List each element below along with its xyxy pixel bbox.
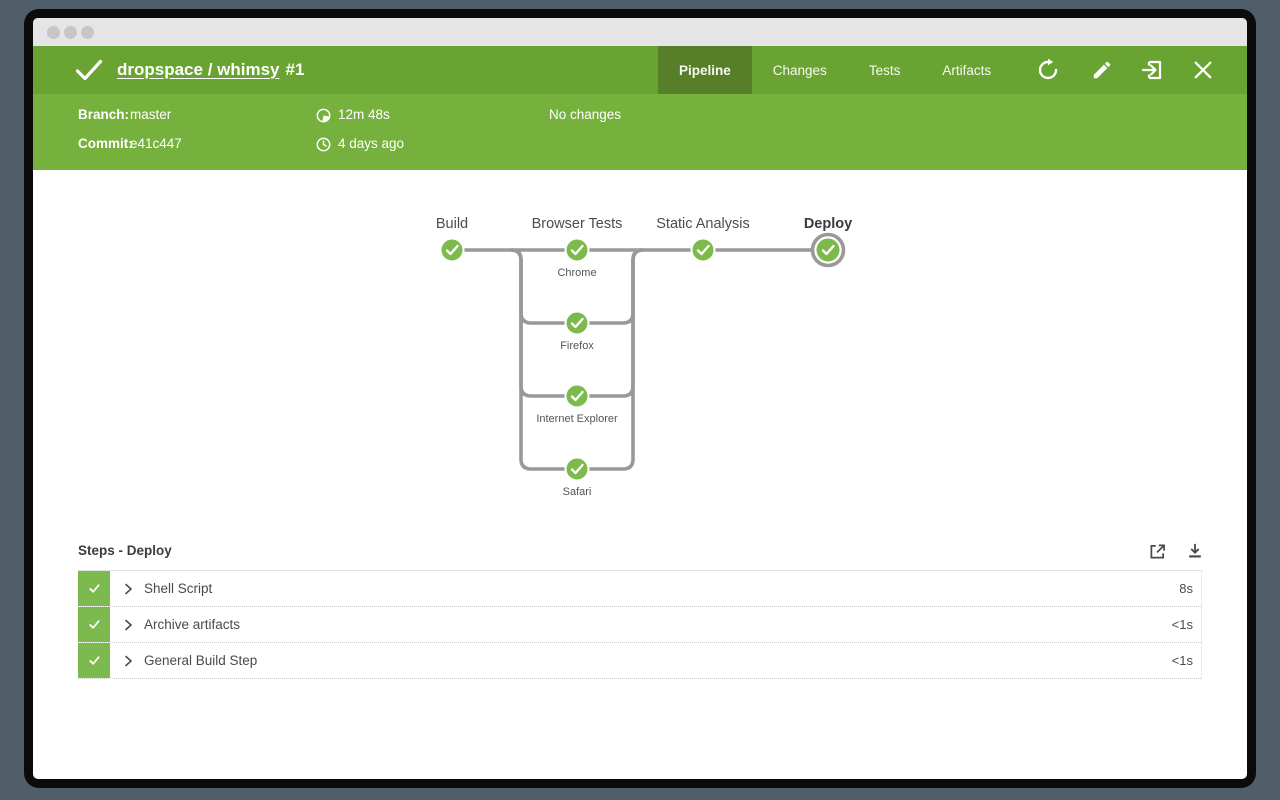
stage-label-build[interactable]: Build xyxy=(435,216,469,232)
run-age: 4 days ago xyxy=(338,136,405,151)
tab-tests[interactable]: Tests xyxy=(868,62,901,78)
run-status-check-icon xyxy=(75,59,103,81)
chevron-right-icon xyxy=(122,607,134,642)
download-log-icon[interactable] xyxy=(1183,539,1207,563)
node-chrome[interactable] xyxy=(564,237,590,263)
node-internet-explorer[interactable] xyxy=(564,383,590,409)
node-deploy[interactable] xyxy=(816,238,840,262)
pipeline-graph: Build Browser Tests Static Analysis Depl… xyxy=(33,170,1247,538)
commit-label: Commit: xyxy=(78,136,133,151)
node-safari[interactable] xyxy=(564,456,590,482)
exit-icon[interactable] xyxy=(1140,58,1164,82)
run-duration: 12m 48s xyxy=(338,107,390,122)
edit-icon[interactable] xyxy=(1090,58,1114,82)
tab-pipeline[interactable]: Pipeline xyxy=(658,46,752,94)
step-duration: 8s xyxy=(1179,581,1193,596)
step-label: Archive artifacts xyxy=(144,617,241,632)
run-title[interactable]: dropspace / whimsy #1 xyxy=(117,60,304,80)
steps-actions xyxy=(1145,539,1221,563)
chevron-right-icon xyxy=(122,571,134,606)
step-duration: <1s xyxy=(1171,653,1193,668)
window-titlebar xyxy=(33,18,1247,46)
parallel-label-safari[interactable]: Safari xyxy=(562,486,592,498)
close-icon[interactable] xyxy=(1191,58,1215,82)
step-label: General Build Step xyxy=(144,653,258,668)
steps-title: Steps - Deploy xyxy=(78,543,172,558)
app-window: dropspace / whimsy #1 Pipeline Changes Te… xyxy=(33,18,1247,779)
branch-label: Branch: xyxy=(78,107,130,122)
step-row-shell-script[interactable]: Shell Script 8s xyxy=(78,571,1201,607)
tab-artifacts[interactable]: Artifacts xyxy=(942,62,992,78)
pipeline-nodes xyxy=(439,237,840,482)
clock-icon xyxy=(316,132,331,156)
window-control-maximize[interactable] xyxy=(81,25,94,39)
steps-table: Shell Script 8s Archive artifacts <1s xyxy=(78,570,1202,679)
node-build[interactable] xyxy=(439,237,465,263)
stage-label-deploy[interactable]: Deploy xyxy=(803,216,853,232)
step-label: Shell Script xyxy=(144,581,213,596)
step-success-icon xyxy=(78,643,110,678)
step-duration: <1s xyxy=(1171,617,1193,632)
stage-label-static-analysis[interactable]: Static Analysis xyxy=(656,216,750,232)
open-in-new-window-icon[interactable] xyxy=(1145,539,1169,563)
rerun-icon[interactable] xyxy=(1036,58,1060,82)
run-actions xyxy=(1036,46,1215,94)
tab-changes[interactable]: Changes xyxy=(772,62,827,78)
step-success-icon xyxy=(78,571,110,606)
node-static-analysis[interactable] xyxy=(690,237,716,263)
parallel-label-chrome[interactable]: Chrome xyxy=(557,267,597,279)
chevron-right-icon xyxy=(122,643,134,678)
node-firefox[interactable] xyxy=(564,310,590,336)
branch-value: master xyxy=(130,107,172,122)
step-success-icon xyxy=(78,607,110,642)
window-shadow-frame: dropspace / whimsy #1 Pipeline Changes Te… xyxy=(24,9,1256,788)
window-control-minimize[interactable] xyxy=(64,25,77,39)
run-number: #1 xyxy=(285,60,305,79)
run-title-link[interactable]: dropspace / whimsy xyxy=(117,60,280,79)
step-row-general-build-step[interactable]: General Build Step <1s xyxy=(78,643,1201,679)
run-header-bar: dropspace / whimsy #1 Pipeline Changes Te… xyxy=(33,46,1247,94)
parallel-label-internet-explorer[interactable]: Internet Explorer xyxy=(536,413,618,425)
run-tabs: Pipeline Changes Tests Artifacts xyxy=(658,46,1012,94)
stage-label-browser-tests[interactable]: Browser Tests xyxy=(531,216,623,232)
step-row-archive-artifacts[interactable]: Archive artifacts <1s xyxy=(78,607,1201,643)
edge-safari xyxy=(510,248,644,471)
changes-summary: No changes xyxy=(549,107,622,122)
run-meta-bar: Branch: master 12m 48s No changes Commit… xyxy=(33,94,1247,170)
parallel-label-firefox[interactable]: Firefox xyxy=(560,340,594,352)
elapsed-time-icon xyxy=(316,103,331,127)
pipeline-graph-canvas xyxy=(439,232,846,482)
commit-value: e41c447 xyxy=(130,136,182,151)
window-control-close[interactable] xyxy=(47,25,60,39)
